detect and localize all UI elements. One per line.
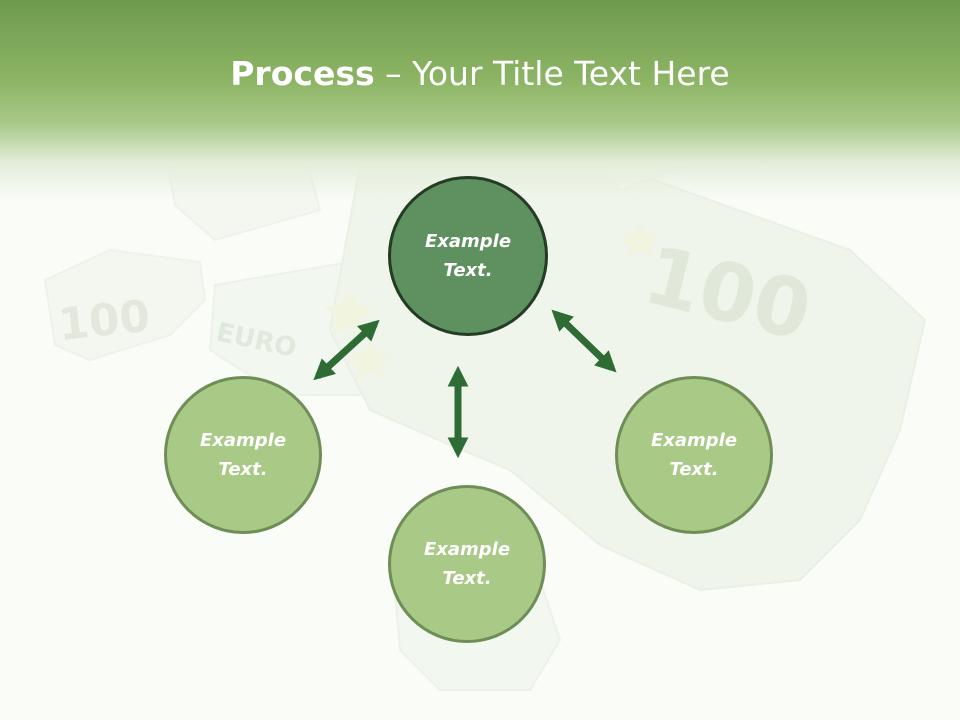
node-left[interactable]: Example Text.: [164, 376, 322, 534]
node-right[interactable]: Example Text.: [615, 376, 773, 534]
node-top[interactable]: Example Text.: [388, 176, 548, 336]
title-bold: Process: [230, 54, 375, 93]
arrow-top-left: [313, 319, 380, 381]
slide-title: Process – Your Title Text Here: [0, 52, 960, 96]
node-right-line1: Example: [650, 430, 738, 451]
node-bottom-line2: Text.: [442, 568, 492, 589]
node-top-line2: Text.: [443, 260, 493, 281]
star-shape: [618, 220, 662, 260]
puzzle-label: 100: [56, 291, 153, 351]
node-right-line2: Text.: [669, 459, 719, 480]
node-left-line2: Text.: [218, 459, 268, 480]
node-bottom[interactable]: Example Text.: [388, 485, 546, 643]
header-band: [0, 0, 960, 200]
node-top-line1: Example: [424, 231, 512, 252]
puzzle-piece: [43, 248, 207, 362]
node-bottom-line1: Example: [423, 539, 511, 560]
arrow-top-right: [551, 309, 617, 373]
node-left-line1: Example: [199, 430, 287, 451]
title-rest: – Your Title Text Here: [374, 54, 730, 93]
